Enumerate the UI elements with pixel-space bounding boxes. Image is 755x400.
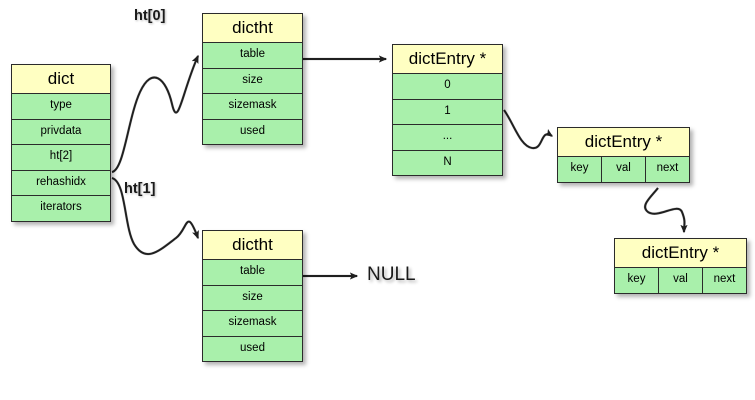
dictentry-second-header: dictEntry * <box>615 239 746 268</box>
struct-dictht-bottom: dictht table size sizemask used <box>202 230 303 362</box>
edge-next-to-entry2 <box>643 187 688 234</box>
dictentry-first-cells: key val next <box>558 157 689 182</box>
struct-bucket-table: dictEntry * 0 1 ... N <box>392 44 503 176</box>
dict-field-ht: ht[2] <box>12 145 110 171</box>
bucket-table-header: dictEntry * <box>393 45 502 74</box>
dict-field-privdata: privdata <box>12 119 110 145</box>
struct-dictht-top: dictht table size sizemask used <box>202 13 303 145</box>
edge-ht1 <box>111 176 200 256</box>
dictentry-first-val: val <box>602 157 646 182</box>
dictht-bottom-field-used: used <box>203 336 302 361</box>
dictentry-second-val: val <box>659 268 703 293</box>
struct-dictentry-first: dictEntry * key val next <box>557 127 690 183</box>
dictht-bottom-field-table: table <box>203 260 302 286</box>
dictentry-first-key: key <box>558 157 602 182</box>
dictht-bottom-header: dictht <box>203 231 302 260</box>
bucket-slot-n: N <box>393 150 502 175</box>
struct-dict-header: dict <box>12 65 110 94</box>
dictht-bottom-field-sizemask: sizemask <box>203 311 302 337</box>
edge-label-ht0: ht[0] <box>134 8 166 24</box>
null-label: NULL <box>367 264 416 285</box>
edge-ht0 <box>111 54 200 174</box>
bucket-slot-1: 1 <box>393 99 502 125</box>
dictentry-first-header: dictEntry * <box>558 128 689 157</box>
bucket-slot-ellipsis: ... <box>393 125 502 151</box>
dictentry-second-key: key <box>615 268 659 293</box>
dictht-top-header: dictht <box>203 14 302 43</box>
dictentry-first-next: next <box>656 162 679 174</box>
dict-field-type: type <box>12 94 110 120</box>
dictht-bottom-field-size: size <box>203 285 302 311</box>
dict-field-rehashidx: rehashidx <box>12 170 110 196</box>
dictentry-second-next: next <box>713 273 736 285</box>
edge-label-ht1: ht[1] <box>124 181 156 197</box>
struct-dict: dict type privdata ht[2] rehashidx itera… <box>11 64 111 222</box>
struct-dictentry-second: dictEntry * key val next <box>614 238 747 294</box>
dictht-top-field-used: used <box>203 119 302 144</box>
dictht-top-field-sizemask: sizemask <box>203 94 302 120</box>
dict-field-iterators: iterators <box>12 196 110 221</box>
dictht-top-field-table: table <box>203 43 302 69</box>
bucket-slot-0: 0 <box>393 74 502 100</box>
dictentry-second-cells: key val next <box>615 268 746 293</box>
edge-bucket1-to-entry1 <box>502 109 553 150</box>
dictht-top-field-size: size <box>203 68 302 94</box>
